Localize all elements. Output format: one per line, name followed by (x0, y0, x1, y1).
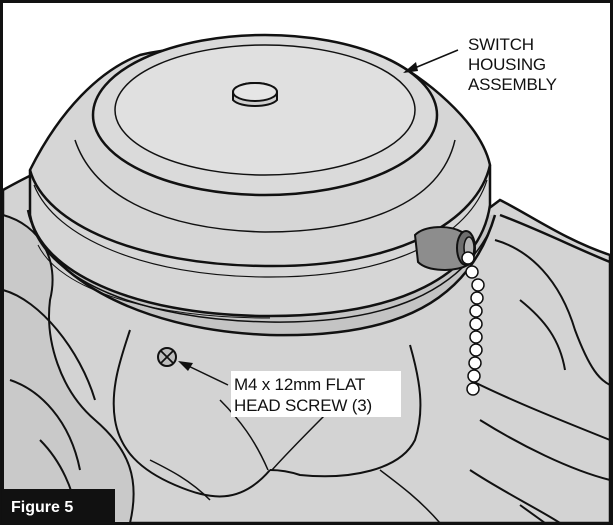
figure-label-box (3, 489, 115, 523)
switch-housing-callout-line-1: SWITCH (468, 35, 534, 54)
switch-housing-assembly (28, 33, 492, 318)
screw-callout-bg (231, 371, 401, 417)
switch-housing-callout-line-3: ASSEMBLY (468, 75, 557, 94)
flat-head-screw (157, 347, 177, 367)
screw-callout-line-1: M4 x 12mm FLAT (234, 375, 365, 394)
switch-housing-leader (403, 49, 459, 73)
screw-leader (178, 361, 229, 386)
figure-label: Figure 5 (11, 499, 73, 516)
switch-housing-callout-line-2: HOUSING (468, 55, 546, 74)
pull-chain (461, 251, 485, 396)
switch-housing-callout-bg (462, 33, 582, 99)
screw-callout-line-2: HEAD SCREW (3) (234, 396, 372, 415)
